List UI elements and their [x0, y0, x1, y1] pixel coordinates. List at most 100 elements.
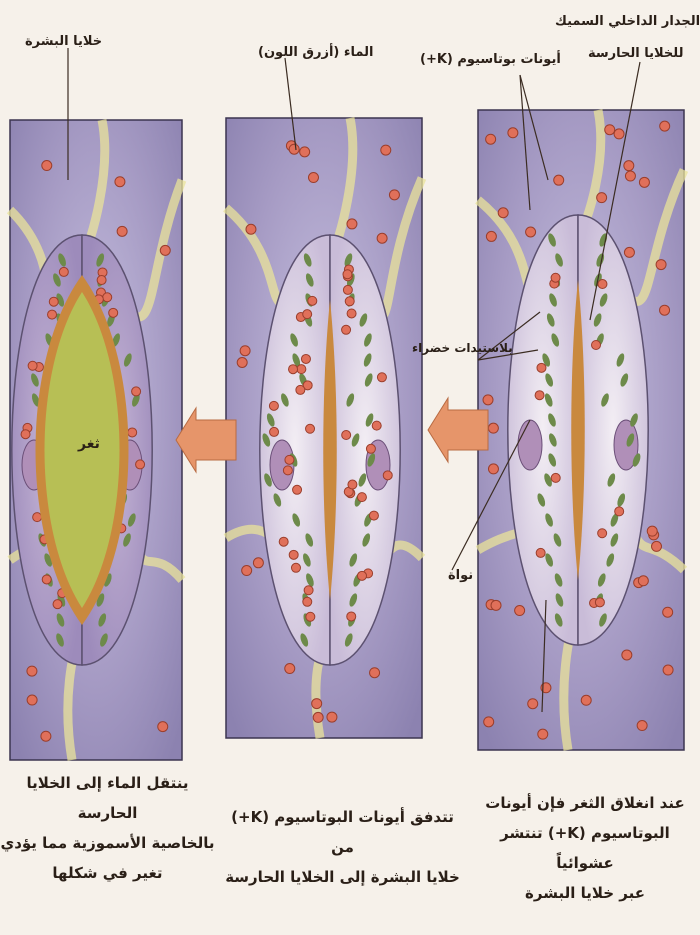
label-nucleus: نواة — [448, 568, 473, 583]
potassium-ion — [49, 297, 58, 306]
potassium-ion — [598, 529, 607, 538]
potassium-ion — [597, 193, 607, 203]
potassium-ion — [347, 309, 356, 318]
potassium-ion — [488, 423, 498, 433]
potassium-ion — [103, 293, 112, 302]
potassium-ion — [283, 466, 292, 475]
potassium-ion — [42, 161, 52, 171]
potassium-ion — [301, 354, 310, 363]
nucleus — [518, 420, 542, 470]
potassium-ion — [132, 387, 141, 396]
potassium-ion — [289, 144, 299, 154]
caption-left-line-2: بالخاصية الأسموزية مما يؤدي — [0, 828, 215, 858]
label-chloroplasts: بلاستيدات خضراء — [412, 341, 513, 355]
potassium-ion — [293, 485, 302, 494]
potassium-ion — [554, 175, 564, 185]
caption-middle-line-1: تتدفق أيونات البوتاسيوم (K+) من — [225, 802, 460, 862]
potassium-ion — [660, 121, 670, 131]
potassium-ion — [663, 607, 673, 617]
potassium-ion — [312, 699, 322, 709]
label-water: الماء (أزرق اللون) — [258, 45, 373, 60]
potassium-ion — [347, 219, 357, 229]
potassium-ion — [128, 428, 137, 437]
potassium-ion — [372, 421, 381, 430]
potassium-ion — [486, 134, 496, 144]
potassium-ion — [614, 129, 624, 139]
potassium-ion — [615, 507, 624, 516]
potassium-ion — [97, 276, 106, 285]
potassium-ion — [526, 227, 536, 237]
potassium-ion — [27, 666, 37, 676]
potassium-ion — [136, 460, 145, 469]
potassium-ion — [598, 280, 607, 289]
potassium-ion — [303, 310, 312, 319]
potassium-ion — [369, 511, 378, 520]
potassium-ion — [491, 600, 501, 610]
potassium-ion — [304, 586, 313, 595]
potassium-ion — [291, 563, 300, 572]
panels — [10, 110, 684, 760]
potassium-ion — [370, 668, 380, 678]
potassium-ion — [48, 310, 57, 319]
potassium-ion — [343, 285, 352, 294]
potassium-ion — [270, 427, 279, 436]
label-stoma: ثغر — [78, 436, 100, 452]
potassium-ion — [28, 361, 37, 370]
potassium-ion — [285, 455, 294, 464]
potassium-ion — [21, 430, 30, 439]
potassium-ion — [624, 247, 634, 257]
potassium-ion — [343, 270, 352, 279]
potassium-ion — [313, 712, 323, 722]
potassium-ion — [498, 208, 508, 218]
potassium-ion — [158, 722, 168, 732]
label-epidermal-cells: خلايا البشرة — [25, 34, 102, 49]
caption-left-line-3: تغير في شكلها — [0, 858, 215, 888]
potassium-ion — [306, 424, 315, 433]
potassium-ion — [109, 308, 118, 317]
panel-ions-flowing — [226, 118, 422, 738]
potassium-ion — [242, 566, 252, 576]
caption-right: عند انغلاق الثغر فإن أيونات البوتاسيوم (… — [470, 788, 700, 908]
potassium-ion — [289, 550, 298, 559]
potassium-ion — [377, 233, 387, 243]
potassium-ion — [53, 600, 62, 609]
potassium-ion — [253, 558, 263, 568]
potassium-ion — [306, 612, 315, 621]
potassium-ion — [595, 598, 604, 607]
potassium-ion — [528, 699, 538, 709]
potassium-ion — [638, 576, 648, 586]
potassium-ion — [237, 358, 247, 368]
caption-left: ينتقل الماء إلى الخلايا الحارسة بالخاصية… — [0, 768, 215, 888]
caption-right-line-2: البوتاسيوم (K+) تنتشر عشوائياً — [470, 818, 700, 878]
potassium-ion — [383, 471, 392, 480]
potassium-ion — [300, 147, 310, 157]
potassium-ion — [663, 665, 673, 675]
potassium-ion — [484, 717, 494, 727]
potassium-ion — [488, 464, 498, 474]
potassium-ion — [117, 226, 127, 236]
potassium-ion — [366, 444, 375, 453]
potassium-ion — [551, 273, 560, 282]
caption-right-line-1: عند انغلاق الثغر فإن أيونات — [470, 788, 700, 818]
potassium-ion — [483, 395, 493, 405]
caption-left-line-1: ينتقل الماء إلى الخلايا الحارسة — [0, 768, 215, 828]
potassium-ion — [624, 161, 634, 171]
potassium-ion — [308, 173, 318, 183]
label-inner-wall-1: الجدار الداخلي السميك — [555, 14, 700, 29]
potassium-ion — [115, 177, 125, 187]
potassium-ion — [289, 365, 298, 374]
potassium-ion — [647, 526, 657, 536]
potassium-ion — [508, 128, 518, 138]
potassium-ion — [536, 548, 545, 557]
potassium-ion — [303, 597, 312, 606]
potassium-ion — [622, 650, 632, 660]
potassium-ion — [240, 346, 250, 356]
caption-middle: تتدفق أيونات البوتاسيوم (K+) من خلايا ال… — [225, 802, 460, 892]
guard-cell-pair — [508, 215, 648, 645]
potassium-ion — [327, 712, 337, 722]
potassium-ion — [625, 171, 635, 181]
potassium-ion — [381, 145, 391, 155]
potassium-ion — [42, 575, 51, 584]
potassium-ion — [59, 267, 68, 276]
potassium-ion — [389, 190, 399, 200]
